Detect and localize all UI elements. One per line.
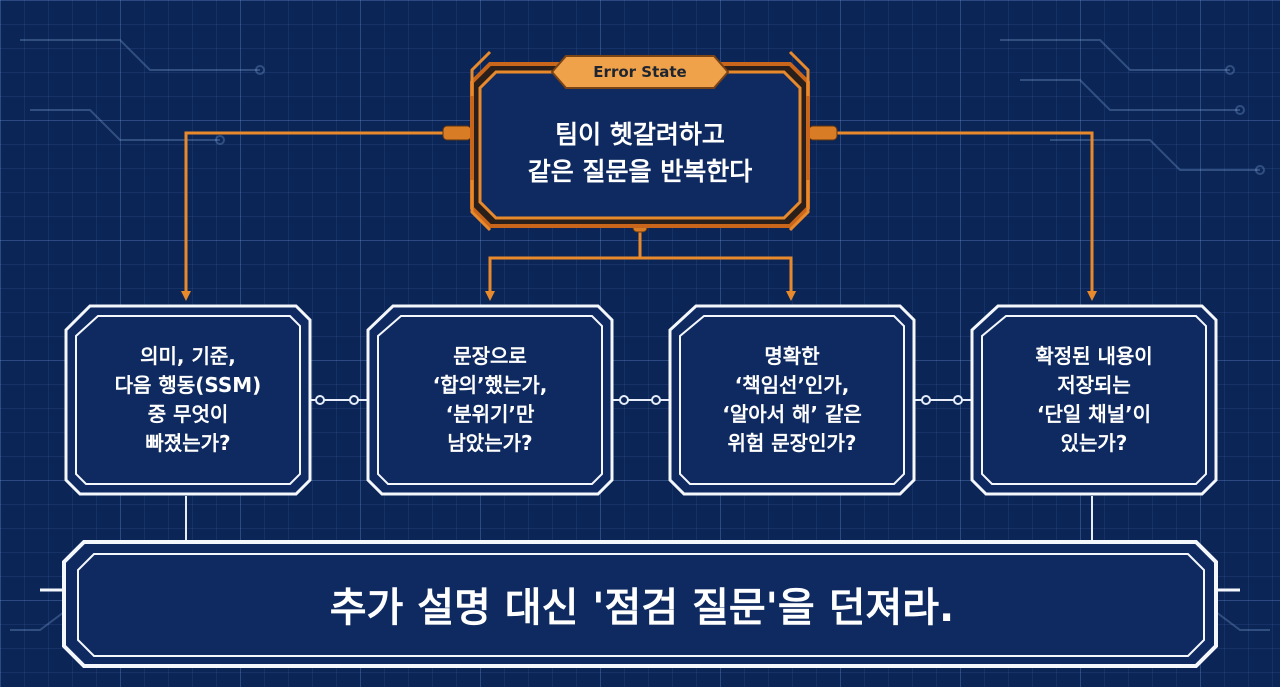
card-links bbox=[185, 395, 1093, 542]
card-line: 있는가? bbox=[1060, 431, 1128, 455]
card-line: 명확한 bbox=[764, 344, 820, 368]
error-state-line: 같은 질문을 반복한다 bbox=[527, 157, 753, 186]
error-state-badge bbox=[550, 55, 730, 89]
card-line: 다음 행동(SSM) bbox=[114, 373, 262, 397]
card-line: ‘책임선’인가, bbox=[734, 373, 850, 397]
card-line: 의미, 기준, bbox=[140, 344, 236, 368]
card-line: 남았는가? bbox=[447, 431, 533, 455]
card-line: 중 무엇이 bbox=[147, 402, 229, 426]
conclusion-banner-frame bbox=[40, 540, 1240, 668]
question-card-channel: 확정된 내용이 저장되는 ‘단일 채널’이 있는가? bbox=[982, 316, 1206, 484]
card-line: 위험 문장인가? bbox=[727, 431, 857, 455]
error-state-badge-label: Error State bbox=[593, 63, 687, 81]
connector-lines bbox=[181, 131, 1097, 301]
question-card-responsibility: 명확한 ‘책임선’인가, ‘알아서 해’ 같은 위험 문장인가? bbox=[680, 316, 904, 484]
card-line: ‘단일 채널’이 bbox=[1036, 402, 1152, 426]
card-line: 확정된 내용이 bbox=[1035, 344, 1153, 368]
card-line: 빠졌는가? bbox=[145, 431, 231, 455]
card-line: 저장되는 bbox=[1057, 373, 1131, 397]
card-line: 문장으로 bbox=[453, 344, 527, 368]
error-state-line: 팀이 헷갈려하고 bbox=[555, 120, 725, 149]
conclusion-text: 추가 설명 대신 '점검 질문'을 던져라. bbox=[329, 585, 955, 631]
error-state-box bbox=[470, 50, 810, 232]
card-line: ‘분위기’만 bbox=[445, 402, 535, 426]
question-card-agreement: 문장으로 ‘합의’했는가, ‘분위기’만 남았는가? bbox=[378, 316, 602, 484]
question-card-frames bbox=[64, 304, 1218, 496]
circuit-decoration bbox=[10, 39, 1270, 631]
error-state-text: 팀이 헷갈려하고 같은 질문을 반복한다 bbox=[490, 98, 790, 208]
question-card-meaning: 의미, 기준, 다음 행동(SSM) 중 무엇이 빠졌는가? bbox=[76, 316, 300, 484]
card-line: ‘알아서 해’ 같은 bbox=[722, 402, 862, 426]
card-line: ‘합의’했는가, bbox=[432, 373, 548, 397]
